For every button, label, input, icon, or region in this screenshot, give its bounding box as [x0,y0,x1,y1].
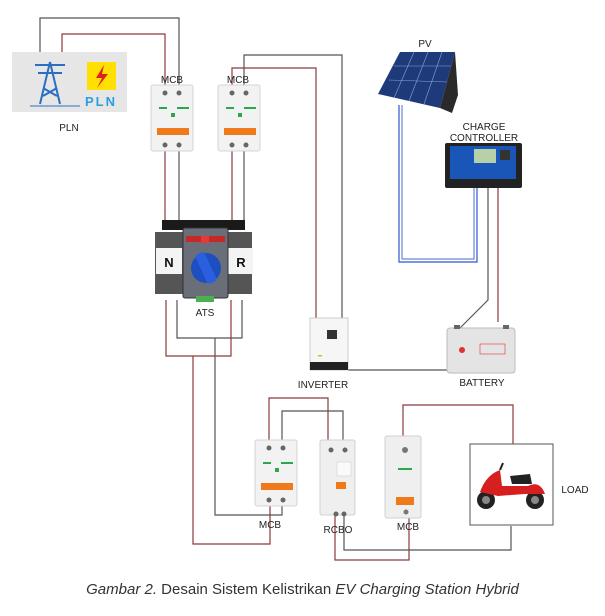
pln-label: PLN [59,123,78,134]
rcbo-label: RCBO [324,525,353,536]
caption-prefix: Gambar 2. [86,581,158,598]
mcb-2-label: MCB [227,75,250,86]
battery-label: BATTERY [459,378,505,389]
inverter: INVERTER [298,317,349,391]
pln-source: PLN PLN [12,52,127,134]
wire-mcb3-rcbo-dark [281,410,344,444]
mcb-4-label: MCB [397,522,420,533]
figure-caption: Gambar 2. Desain Sistem Kelistrikan EV C… [0,581,605,598]
wire-mcb4-load-red [402,404,514,444]
wire-controller-battery-dark [459,188,489,329]
charge-controller: CHARGE CONTROLLER [445,122,522,188]
pv-label: PV [418,39,432,50]
mcb-3-label: MCB [259,520,282,531]
battery: BATTERY [446,325,516,389]
transmission-tower-icon [30,61,80,107]
load-label: LOAD [561,485,588,496]
lightning-icon [96,65,108,88]
inverter-label: INVERTER [298,380,348,391]
wire-ats-mcb3-dark [214,338,283,516]
rcbo: RCBO [319,439,356,536]
mcb-3: MCB [254,439,298,531]
load: LOAD [469,443,589,526]
caption-text: Desain Sistem Kelistrikan [157,581,336,598]
wire-rcbo-load-dark [343,512,512,551]
pln-logo-text: PLN [85,94,117,109]
charge-controller-label-2: CONTROLLER [450,133,518,144]
ats-n-label: N [164,255,173,270]
mcb-1-label: MCB [161,75,184,86]
wire-ats-mcb3-red [192,356,271,545]
wire-rcbo-mcb4-red [334,512,410,561]
ats-selector-knob [195,252,217,284]
wires [39,17,514,561]
ats-r-label: R [236,255,246,270]
wire-mcb3-rcbo-red [268,397,329,444]
caption-italic: EV Charging Station Hybrid [335,581,519,598]
mcb-2: MCB [217,75,261,152]
wire-pln-mcb1-dark [39,17,180,88]
mcb-4: MCB [384,435,422,533]
wire-pv-controller-blue-1 [398,105,478,263]
charge-controller-label-1: CHARGE [463,122,506,133]
pv-panel: PV [378,39,458,113]
wire-ats-out-dark [176,300,243,339]
wire-mcb2-inverter-red [231,67,317,318]
wire-pln-mcb1-red [61,33,166,88]
scooter-icon [477,462,545,509]
mcb-1: MCB [150,75,194,152]
wire-pv-controller-blue-2 [401,105,475,260]
wire-ats-out-red [165,300,232,357]
wire-mcb2-inverter-dark [243,54,343,318]
ats-label: ATS [196,308,215,319]
ats: N R ATS [155,220,253,319]
